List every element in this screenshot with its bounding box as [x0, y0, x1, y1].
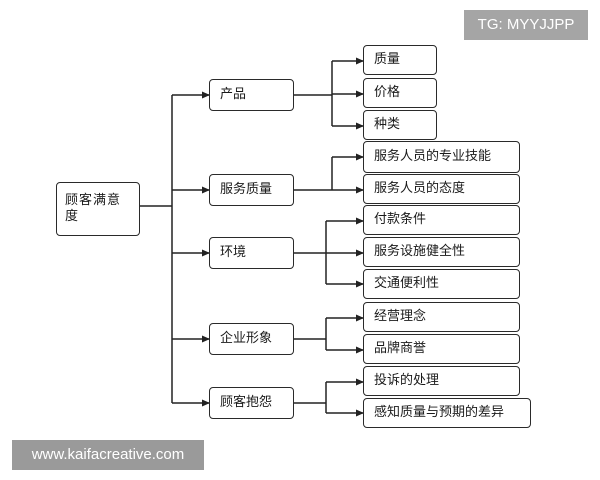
leaf-label: 感知质量与预期的差异 [374, 405, 505, 420]
leaf-label: 品牌商誉 [374, 341, 427, 356]
category-node-environment: 环境 [209, 237, 294, 269]
category-label: 环境 [220, 245, 247, 260]
leaf-label: 付款条件 [374, 212, 427, 227]
category-label: 顾客抱怨 [220, 395, 273, 410]
category-node-corporate-image: 企业形象 [209, 323, 294, 355]
leaf-node: 服务人员的态度 [363, 174, 520, 204]
leaf-node: 种类 [363, 110, 437, 140]
leaf-label: 种类 [374, 117, 401, 132]
leaf-node: 服务人员的专业技能 [363, 141, 520, 173]
tg-badge-text: TG: MYYJJPP [477, 16, 575, 33]
leaf-node: 交通便利性 [363, 269, 520, 299]
leaf-node: 付款条件 [363, 205, 520, 235]
leaf-node: 服务设施健全性 [363, 237, 520, 267]
leaf-node: 质量 [363, 45, 437, 75]
leaf-label: 价格 [374, 85, 401, 100]
leaf-node: 投诉的处理 [363, 366, 520, 396]
leaf-label: 交通便利性 [374, 276, 440, 291]
leaf-node: 品牌商誉 [363, 334, 520, 364]
leaf-label: 服务设施健全性 [374, 244, 466, 259]
category-label: 企业形象 [220, 331, 273, 346]
leaf-label: 质量 [374, 52, 401, 67]
tg-badge: TG: MYYJJPP [464, 10, 588, 40]
leaf-label: 服务人员的专业技能 [374, 149, 492, 164]
watermark-text: www.kaifacreative.com [31, 446, 185, 463]
leaf-label: 服务人员的态度 [374, 181, 466, 196]
leaf-label: 投诉的处理 [374, 373, 440, 388]
category-node-service-quality: 服务质量 [209, 174, 294, 206]
category-label: 产品 [220, 87, 247, 102]
leaf-node: 价格 [363, 78, 437, 108]
leaf-node: 感知质量与预期的差异 [363, 398, 531, 428]
category-node-product: 产品 [209, 79, 294, 111]
root-label: 顾客满意度 [65, 193, 122, 224]
category-label: 服务质量 [220, 182, 273, 197]
leaf-node: 经营理念 [363, 302, 520, 332]
leaf-label: 经营理念 [374, 309, 427, 324]
root-node: 顾客满意度 [56, 182, 140, 236]
website-watermark: www.kaifacreative.com [12, 440, 204, 470]
category-node-complaints: 顾客抱怨 [209, 387, 294, 419]
